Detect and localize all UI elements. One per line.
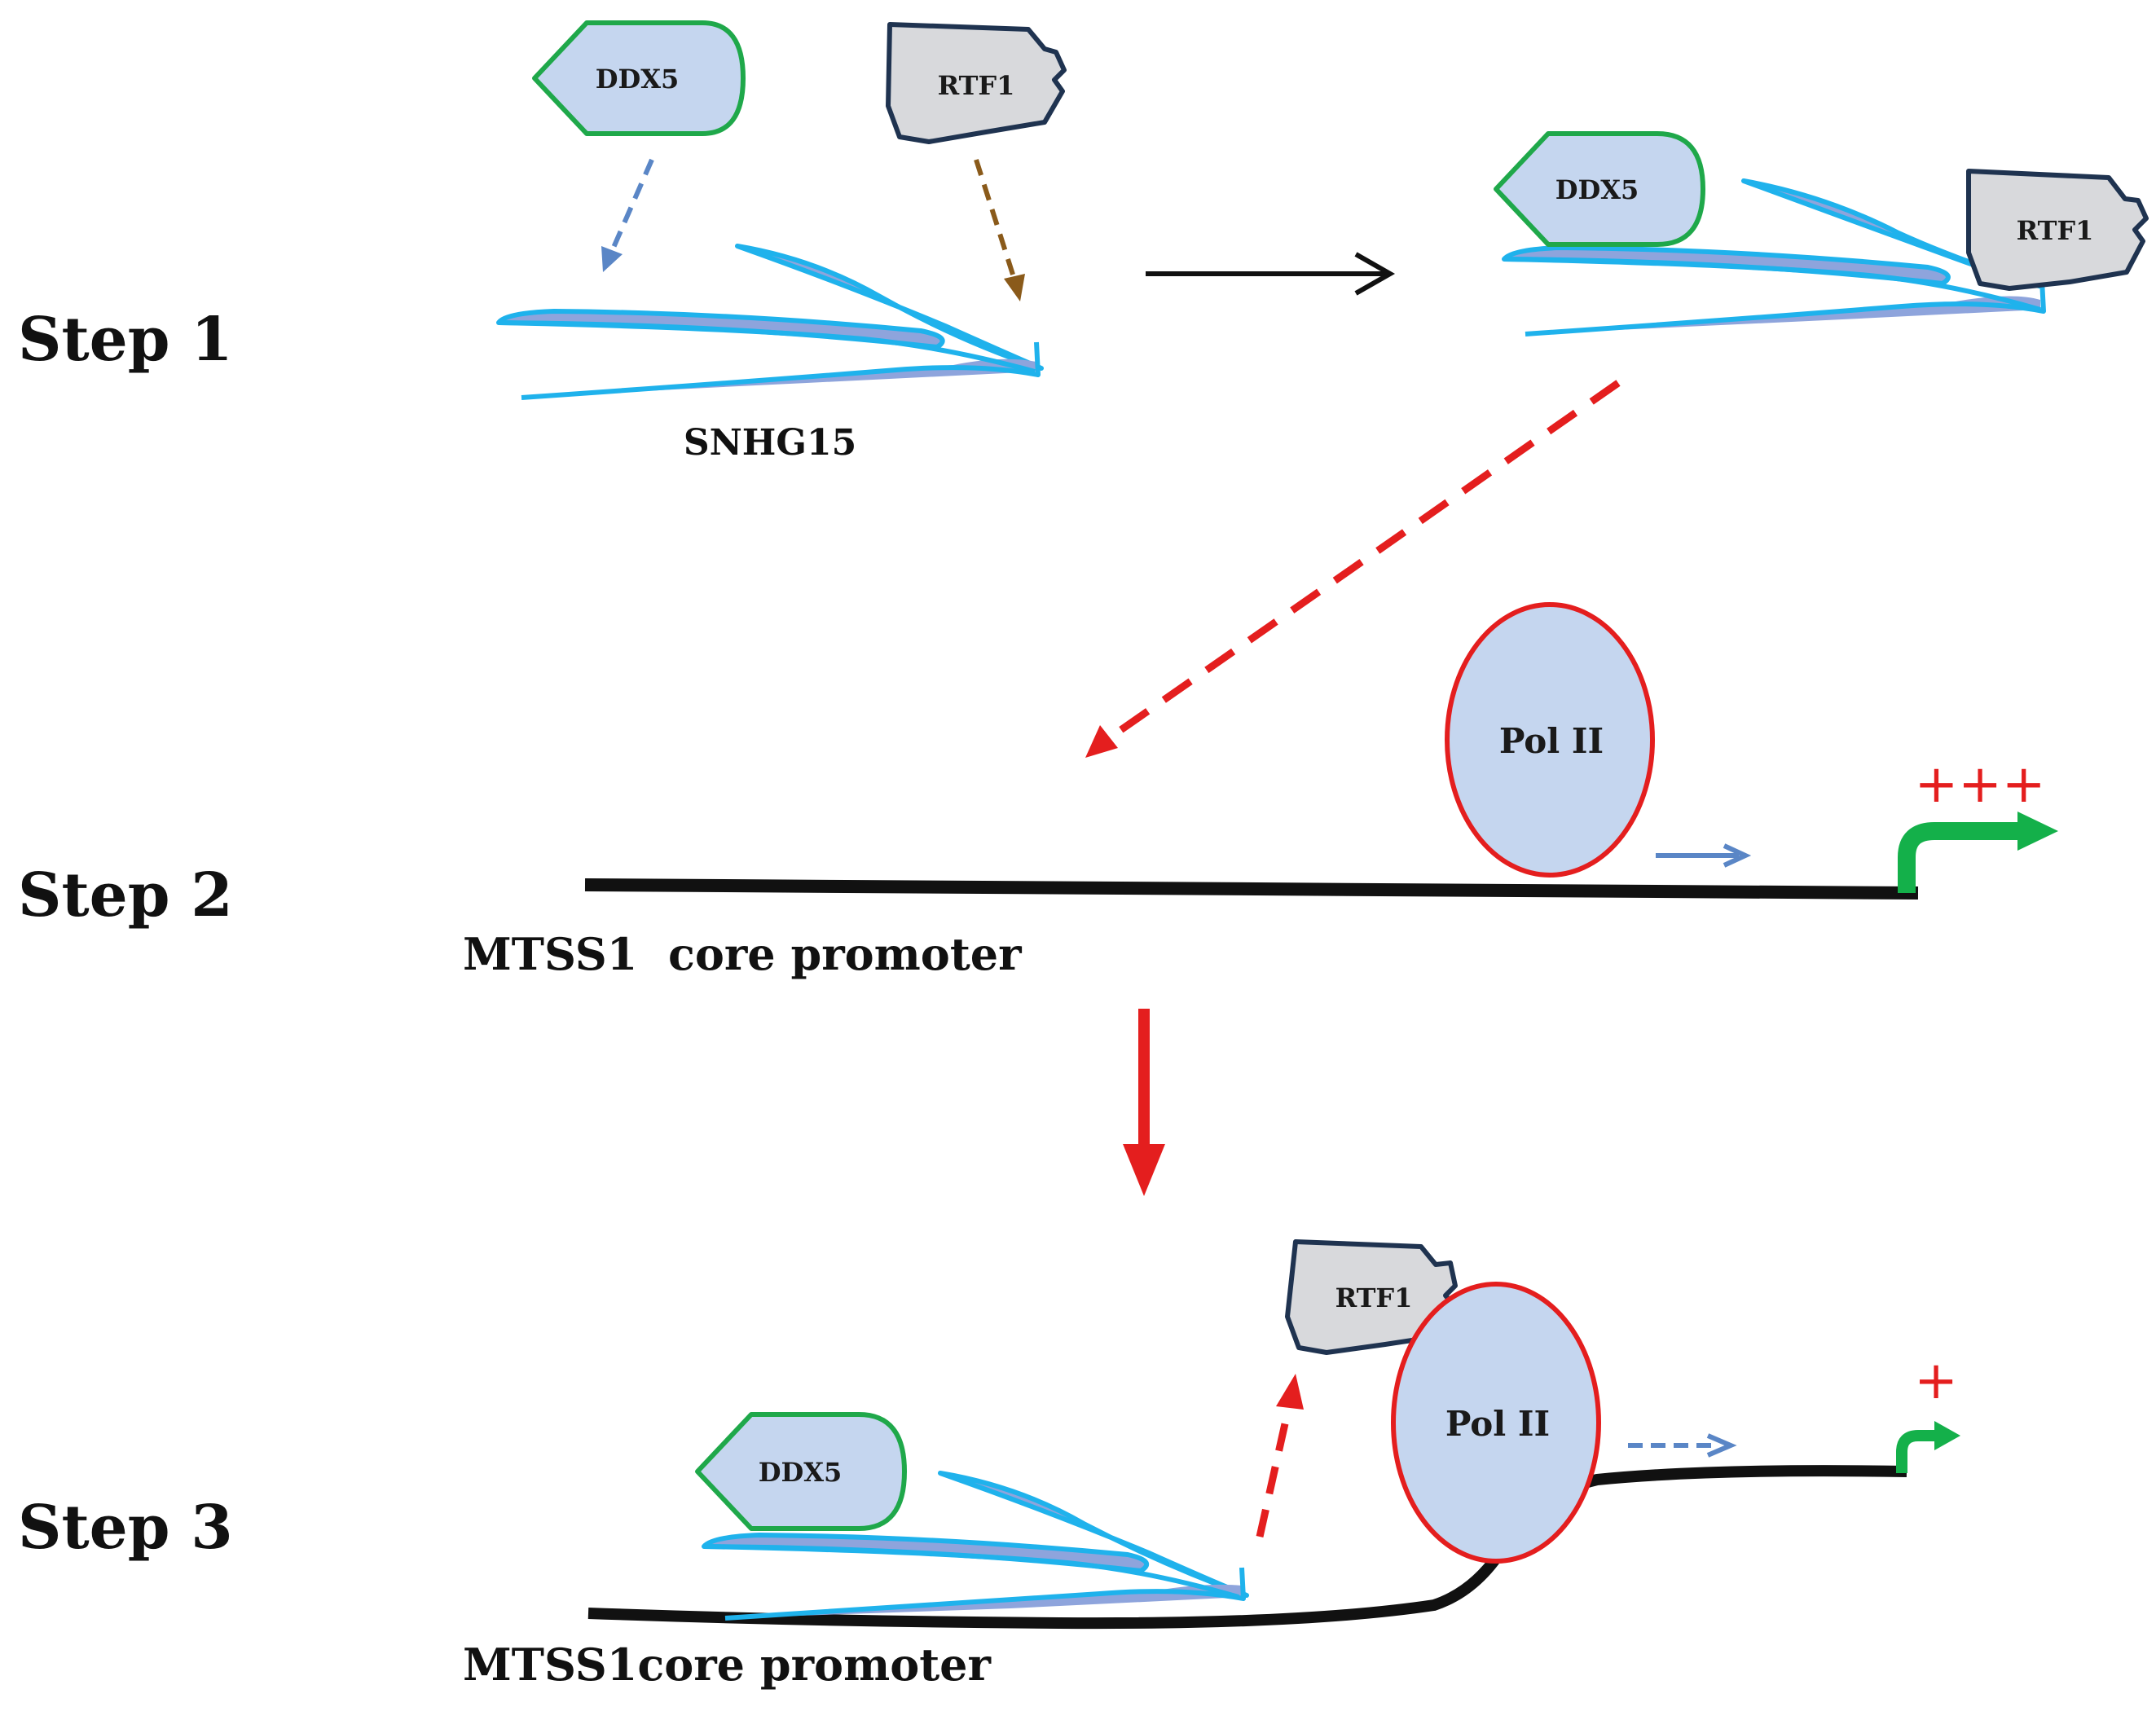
ddx5-label-bound: DDX5	[1555, 174, 1639, 205]
pol2-step3: Pol II	[1391, 1282, 1601, 1564]
rtf1-protein-bound: RTF1	[1966, 169, 2149, 291]
rtf1-protein-free: RTF1	[886, 22, 1067, 144]
ddx5-binding-arrow	[601, 158, 654, 272]
ddx5-label-free: DDX5	[596, 64, 680, 95]
tss-arrow-step2	[1898, 812, 2058, 893]
pol2-label-step3: Pol II	[1445, 1404, 1550, 1444]
rtf1-protein-step3: RTF1	[1285, 1239, 1458, 1355]
promoter-label-step2: MTSS1 core promoter	[463, 928, 1022, 980]
tss-arrow-step3	[1896, 1421, 1960, 1473]
activation-low: +	[1914, 1351, 1958, 1411]
rtf1-label-bound: RTF1	[2017, 215, 2094, 246]
transcription-arrow-strong	[1656, 843, 1752, 868]
rtf1-label-free: RTF1	[938, 70, 1015, 101]
complex-formation-arrow	[1146, 252, 1396, 296]
activation-high: +++	[1915, 754, 2046, 815]
dna-strand-step2	[584, 878, 1919, 900]
promoter-label-step3: MTSS1core promoter	[463, 1639, 992, 1691]
ddx5-label-step3: DDX5	[759, 1457, 843, 1488]
snhg15-complex: DDX5 RTF1	[1494, 131, 2149, 337]
step-2-promoter: Pol II +++ MTSS1 core promoter	[463, 602, 2058, 980]
snhg15-label: SNHG15	[684, 422, 856, 464]
step-3-label: Step 3	[18, 1493, 233, 1563]
dna-strand-step3	[587, 1465, 1907, 1630]
snhg15-lncrna: SNHG15	[496, 244, 1044, 464]
rtf1-label-step3: RTF1	[1335, 1282, 1413, 1313]
rtf1-binding-arrow	[974, 159, 1025, 301]
step-2-to-3-arrow	[1123, 1009, 1165, 1196]
pol2-label-step2: Pol II	[1499, 721, 1604, 761]
ddx5-protein-free: DDX5	[532, 20, 746, 136]
transcription-arrow-weak	[1628, 1433, 1737, 1458]
promoter-recruitment-arrow	[1085, 380, 1621, 758]
snhg15-lncrna-step3	[702, 1471, 1249, 1621]
ddx5-protein-step3: DDX5	[695, 1412, 907, 1531]
step-3-promoter: DDX5 RTF1 Pol II + MTSS1core promoter	[463, 1239, 1960, 1691]
step-2-label: Step 2	[18, 860, 233, 930]
rtf1-release-arrow	[1256, 1374, 1304, 1537]
ddx5-protein-bound: DDX5	[1494, 131, 1705, 247]
pol2-step2: Pol II	[1445, 602, 1655, 878]
step-1-label: Step 1	[18, 305, 233, 375]
